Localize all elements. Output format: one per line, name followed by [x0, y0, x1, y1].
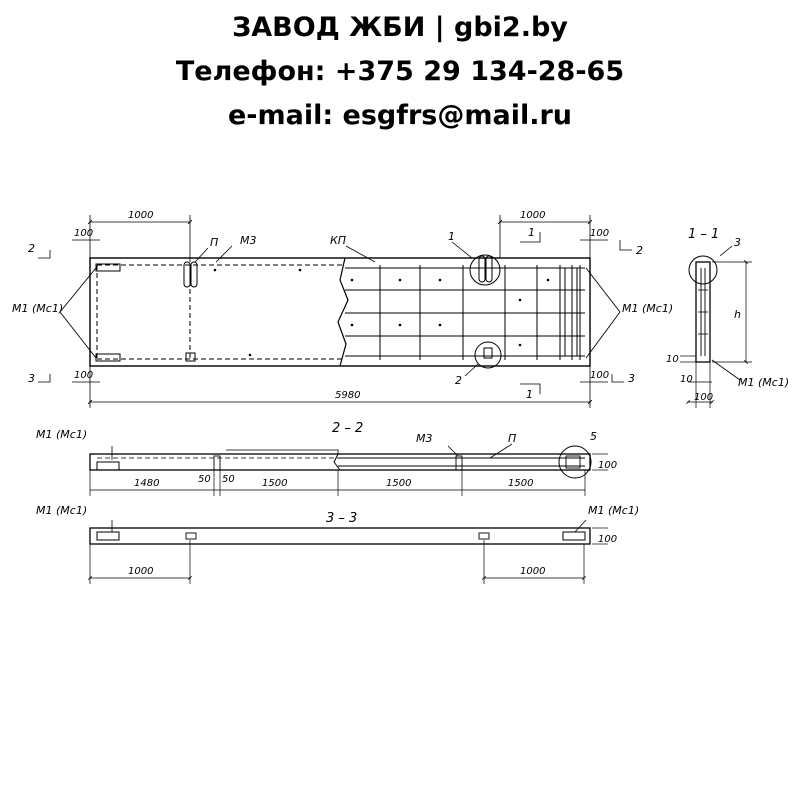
callout-3: 3: [734, 236, 741, 249]
plate-m1-section-3-3-left: [96, 531, 120, 541]
section-2-2-title: 2 – 2: [332, 421, 363, 436]
plan-dashed-frame: [96, 264, 345, 360]
section-1-1-outline: [695, 261, 711, 363]
dim-10-a: 10: [666, 354, 679, 365]
label-m1-section-3-3-right: М1 (Мс1): [588, 504, 639, 517]
plan-dots: [213, 268, 550, 357]
cut-1-top: 1: [528, 226, 535, 239]
label-m1-section-3-3-left: М1 (Мс1): [36, 504, 87, 517]
dim-height-section-2-2: 100: [598, 460, 617, 471]
plan-dimensions: [38, 215, 632, 408]
label-kp: КП: [330, 234, 346, 247]
label-m1-section-1-1: М1 (Мс1): [738, 376, 789, 389]
dim-1500-a: 1500: [262, 478, 287, 489]
dim-right-section-3-3: 1000: [520, 566, 545, 577]
header-email: e-mail: esgfrs@mail.ru: [227, 100, 573, 131]
section-3-3: [88, 519, 608, 584]
dim-top-right: 1000: [520, 210, 545, 221]
plate-mid-bottom: [185, 352, 196, 362]
plan-outline: [89, 257, 591, 367]
dim-100-section-1-1: 100: [694, 392, 713, 403]
dim-1500-c: 1500: [508, 478, 533, 489]
label-m1-right: М1 (Мс1): [622, 302, 673, 315]
dim-1480: 1480: [134, 478, 159, 489]
plan-texts: 1000 1000 100 100 100 100 5980 П М3 КП М…: [12, 210, 673, 401]
plate-m1-bottom-left: [95, 353, 121, 362]
plan-break-line: [337, 257, 349, 367]
leader-m1-left: [59, 267, 97, 359]
header: ЗАВОД ЖБИ | gbi2.by Телефон: +375 29 134…: [0, 0, 800, 138]
cut-3-left: 3: [28, 372, 35, 385]
callout-2: 2: [455, 374, 462, 387]
plan-view: [59, 254, 621, 369]
lifting-loop-right: [478, 255, 493, 283]
section-3-3-outline: [89, 527, 591, 545]
header-company: ЗАВОД ЖБИ | gbi2.by: [232, 12, 568, 43]
dim-total: 5980: [335, 390, 360, 401]
label-m3: М3: [240, 234, 257, 247]
section-1-1: [680, 245, 752, 408]
callout-1: 1: [448, 230, 455, 243]
plate-m1-section-3-3-right: [562, 531, 586, 541]
section-3-3-title: 3 – 3: [326, 511, 357, 526]
dim-top-left: 1000: [128, 210, 153, 221]
callout-circle-5: [558, 445, 592, 479]
dim-50-a: 50: [198, 474, 211, 485]
header-phone: Телефон: +375 29 134-28-65: [175, 56, 625, 87]
section-2-2-texts: 2 – 2 М1 (Мс1) М3 П 5 100 1480 50 50 150…: [36, 421, 617, 489]
dim-50-b: 50: [222, 474, 235, 485]
dim-h: h: [734, 308, 741, 321]
callout-5: 5: [590, 430, 597, 443]
callout-circle-3: [688, 255, 718, 285]
callout-circle-2: [474, 341, 502, 369]
dim-10-b: 10: [680, 374, 693, 385]
dim-edge-tl: 100: [74, 228, 93, 239]
plate-m1-right: [564, 267, 578, 357]
section-1-1-title: 1 – 1: [688, 227, 719, 242]
lifting-loop-left: [183, 261, 198, 288]
plate-m1-top-left: [95, 263, 121, 272]
dim-height-section-3-3: 100: [598, 534, 617, 545]
label-p-section-2-2: П: [508, 432, 516, 445]
leader-m1-right: [585, 267, 621, 359]
section-1-1-texts: 1 – 1 3 h 10 10 100 М1 (Мс1): [666, 227, 789, 403]
dim-1500-b: 1500: [386, 478, 411, 489]
label-m3-section-2-2: М3: [416, 432, 433, 445]
section-2-2-outline: [89, 453, 591, 471]
section-2-2: [89, 443, 608, 496]
cut-2-right: 2: [636, 244, 643, 257]
cut-2-left: 2: [28, 242, 35, 255]
label-m1-section-2-2: М1 (Мс1): [36, 428, 87, 441]
dim-edge-br: 100: [590, 370, 609, 381]
label-p: П: [210, 236, 218, 249]
plan-rebar-grid: [345, 265, 585, 360]
dim-edge-tr: 100: [590, 228, 609, 239]
dim-edge-bl: 100: [74, 370, 93, 381]
section-3-3-texts: 3 – 3 М1 (Мс1) М1 (Мс1) 100 1000 1000: [36, 504, 639, 577]
cut-3-right: 3: [628, 372, 635, 385]
plate-m1-section-2-2: [96, 461, 120, 471]
label-m1-left: М1 (Мс1): [12, 302, 63, 315]
callout-circle-1: [469, 254, 501, 286]
cut-1-bottom: 1: [526, 388, 533, 401]
dim-left-section-3-3: 1000: [128, 566, 153, 577]
